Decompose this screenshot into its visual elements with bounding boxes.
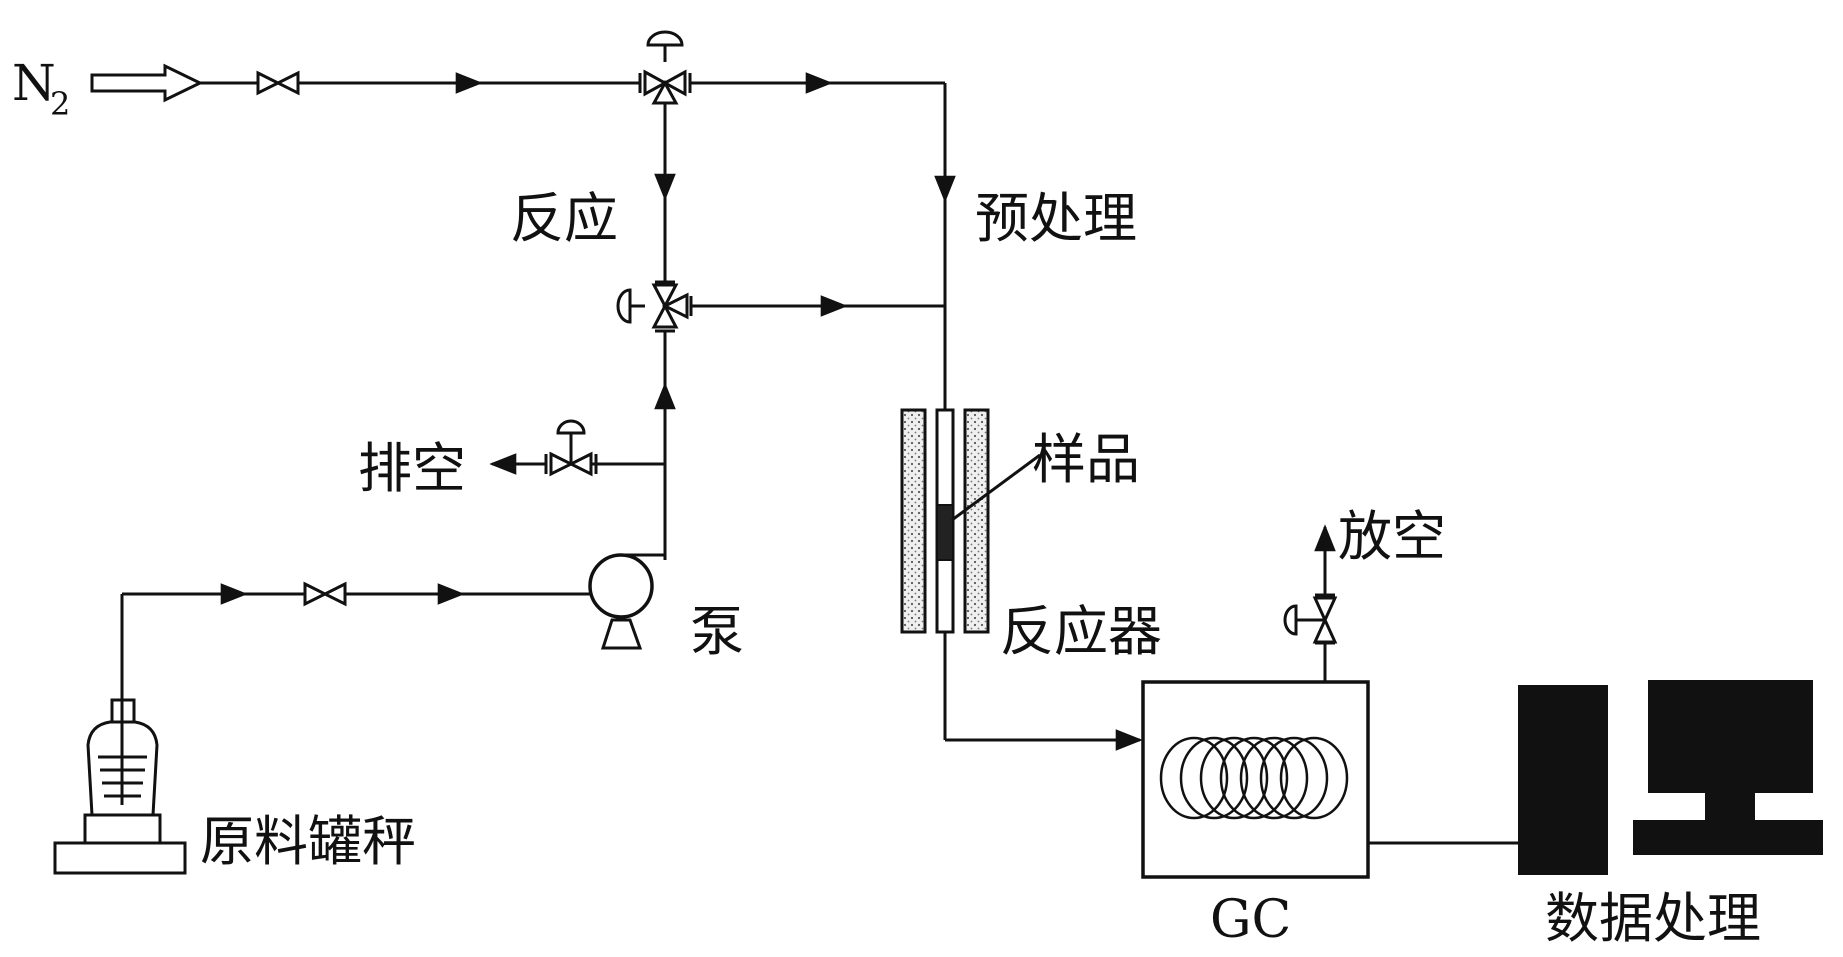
pump-icon <box>588 553 667 650</box>
n2-subscript: 2 <box>50 85 70 123</box>
label-vent-release: 放空 <box>1338 505 1446 568</box>
label-data-processing: 数据处理 <box>1545 887 1761 950</box>
control-valve-icon <box>1283 593 1338 645</box>
n2-inlet-label: N 2 <box>12 54 70 123</box>
reactor-icon <box>900 408 990 740</box>
n2-symbol: N <box>12 54 56 112</box>
label-gc: GC <box>1210 890 1291 950</box>
label-feed-tank-scale: 原料罐秤 <box>200 810 416 873</box>
label-pump: 泵 <box>690 600 744 663</box>
needle-valve-icon <box>256 70 300 96</box>
control-valve-icon <box>544 419 598 477</box>
three-way-valve-icon <box>616 280 693 333</box>
label-vent-exhaust: 排空 <box>358 437 466 500</box>
inlet-arrow-icon <box>90 63 204 103</box>
sample-leader-line <box>951 453 1041 522</box>
label-sample: 样品 <box>1032 428 1140 491</box>
label-reactor: 反应器 <box>1000 600 1162 663</box>
needle-valve-icon <box>303 581 347 607</box>
three-way-valve-icon <box>638 30 692 105</box>
label-reaction: 反应 <box>510 187 618 250</box>
label-pretreatment: 预处理 <box>975 187 1137 250</box>
gc-coil-icon <box>1141 680 1370 879</box>
feed-tank-icon <box>53 698 187 875</box>
monitor-icon <box>1633 680 1823 855</box>
computer-tower-icon <box>1518 685 1608 875</box>
